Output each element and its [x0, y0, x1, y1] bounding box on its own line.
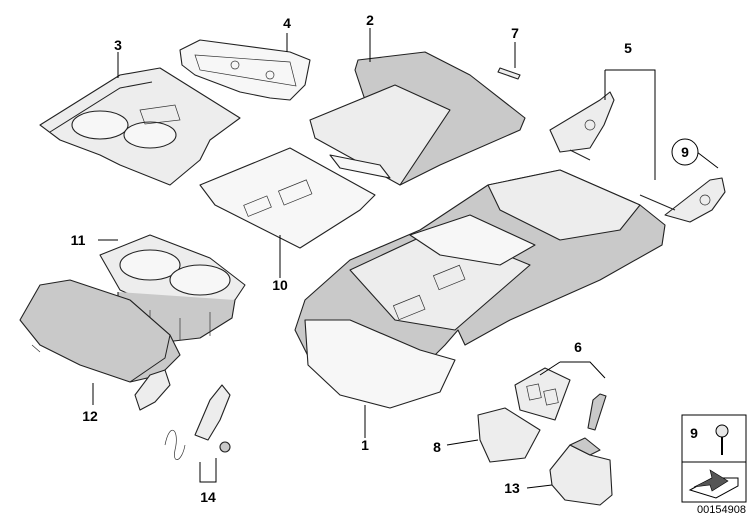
callout-11: 11 — [71, 232, 86, 248]
part-13-tray[interactable] — [549, 437, 613, 506]
part-10-base-plate[interactable] — [199, 147, 376, 249]
callout-3: 3 — [114, 37, 122, 53]
part-12-cover[interactable] — [19, 279, 181, 411]
callout-9-circle — [671, 138, 699, 166]
legend-screw-label: 9 — [690, 425, 698, 441]
leader-14 — [199, 458, 217, 483]
part-6-bracket[interactable] — [514, 367, 571, 421]
legend-box — [681, 414, 747, 503]
part-6-strip[interactable] — [587, 393, 607, 431]
legend-screw-cell — [681, 414, 747, 463]
callout-4: 4 — [283, 15, 291, 31]
callout-2: 2 — [366, 12, 374, 28]
callout-12: 12 — [82, 408, 98, 424]
part-2-lid[interactable] — [309, 51, 526, 186]
callout-14: 14 — [200, 489, 216, 505]
callout-1: 1 — [361, 437, 369, 453]
part-8-trim[interactable] — [477, 407, 541, 463]
part-5-hinge-lower[interactable] — [639, 177, 726, 223]
callout-13: 13 — [504, 480, 520, 496]
callout-6: 6 — [574, 339, 582, 355]
callout-10: 10 — [272, 277, 288, 293]
callout-8: 8 — [433, 439, 441, 455]
leader-5 — [604, 69, 656, 180]
callout-9: 9 — [681, 144, 689, 160]
callout-7: 7 — [511, 25, 519, 41]
callout-5: 5 — [624, 40, 632, 56]
part-14-spring-clip[interactable] — [164, 384, 231, 460]
part-3-trim-plate[interactable] — [39, 67, 241, 186]
screw-head-icon — [715, 424, 729, 438]
arrow-icon — [693, 469, 729, 492]
leader-lines — [92, 28, 719, 489]
part-4-gasket[interactable] — [179, 39, 311, 101]
leader-9 — [696, 151, 719, 169]
leader-13 — [526, 484, 553, 489]
part-1-armrest-body[interactable] — [294, 169, 666, 409]
leader-6 — [539, 361, 606, 379]
document-number: 00154908 — [697, 504, 746, 516]
part-5-hinge-upper[interactable] — [549, 91, 615, 161]
leader-8 — [446, 439, 479, 446]
part-7-pin[interactable] — [497, 67, 521, 80]
